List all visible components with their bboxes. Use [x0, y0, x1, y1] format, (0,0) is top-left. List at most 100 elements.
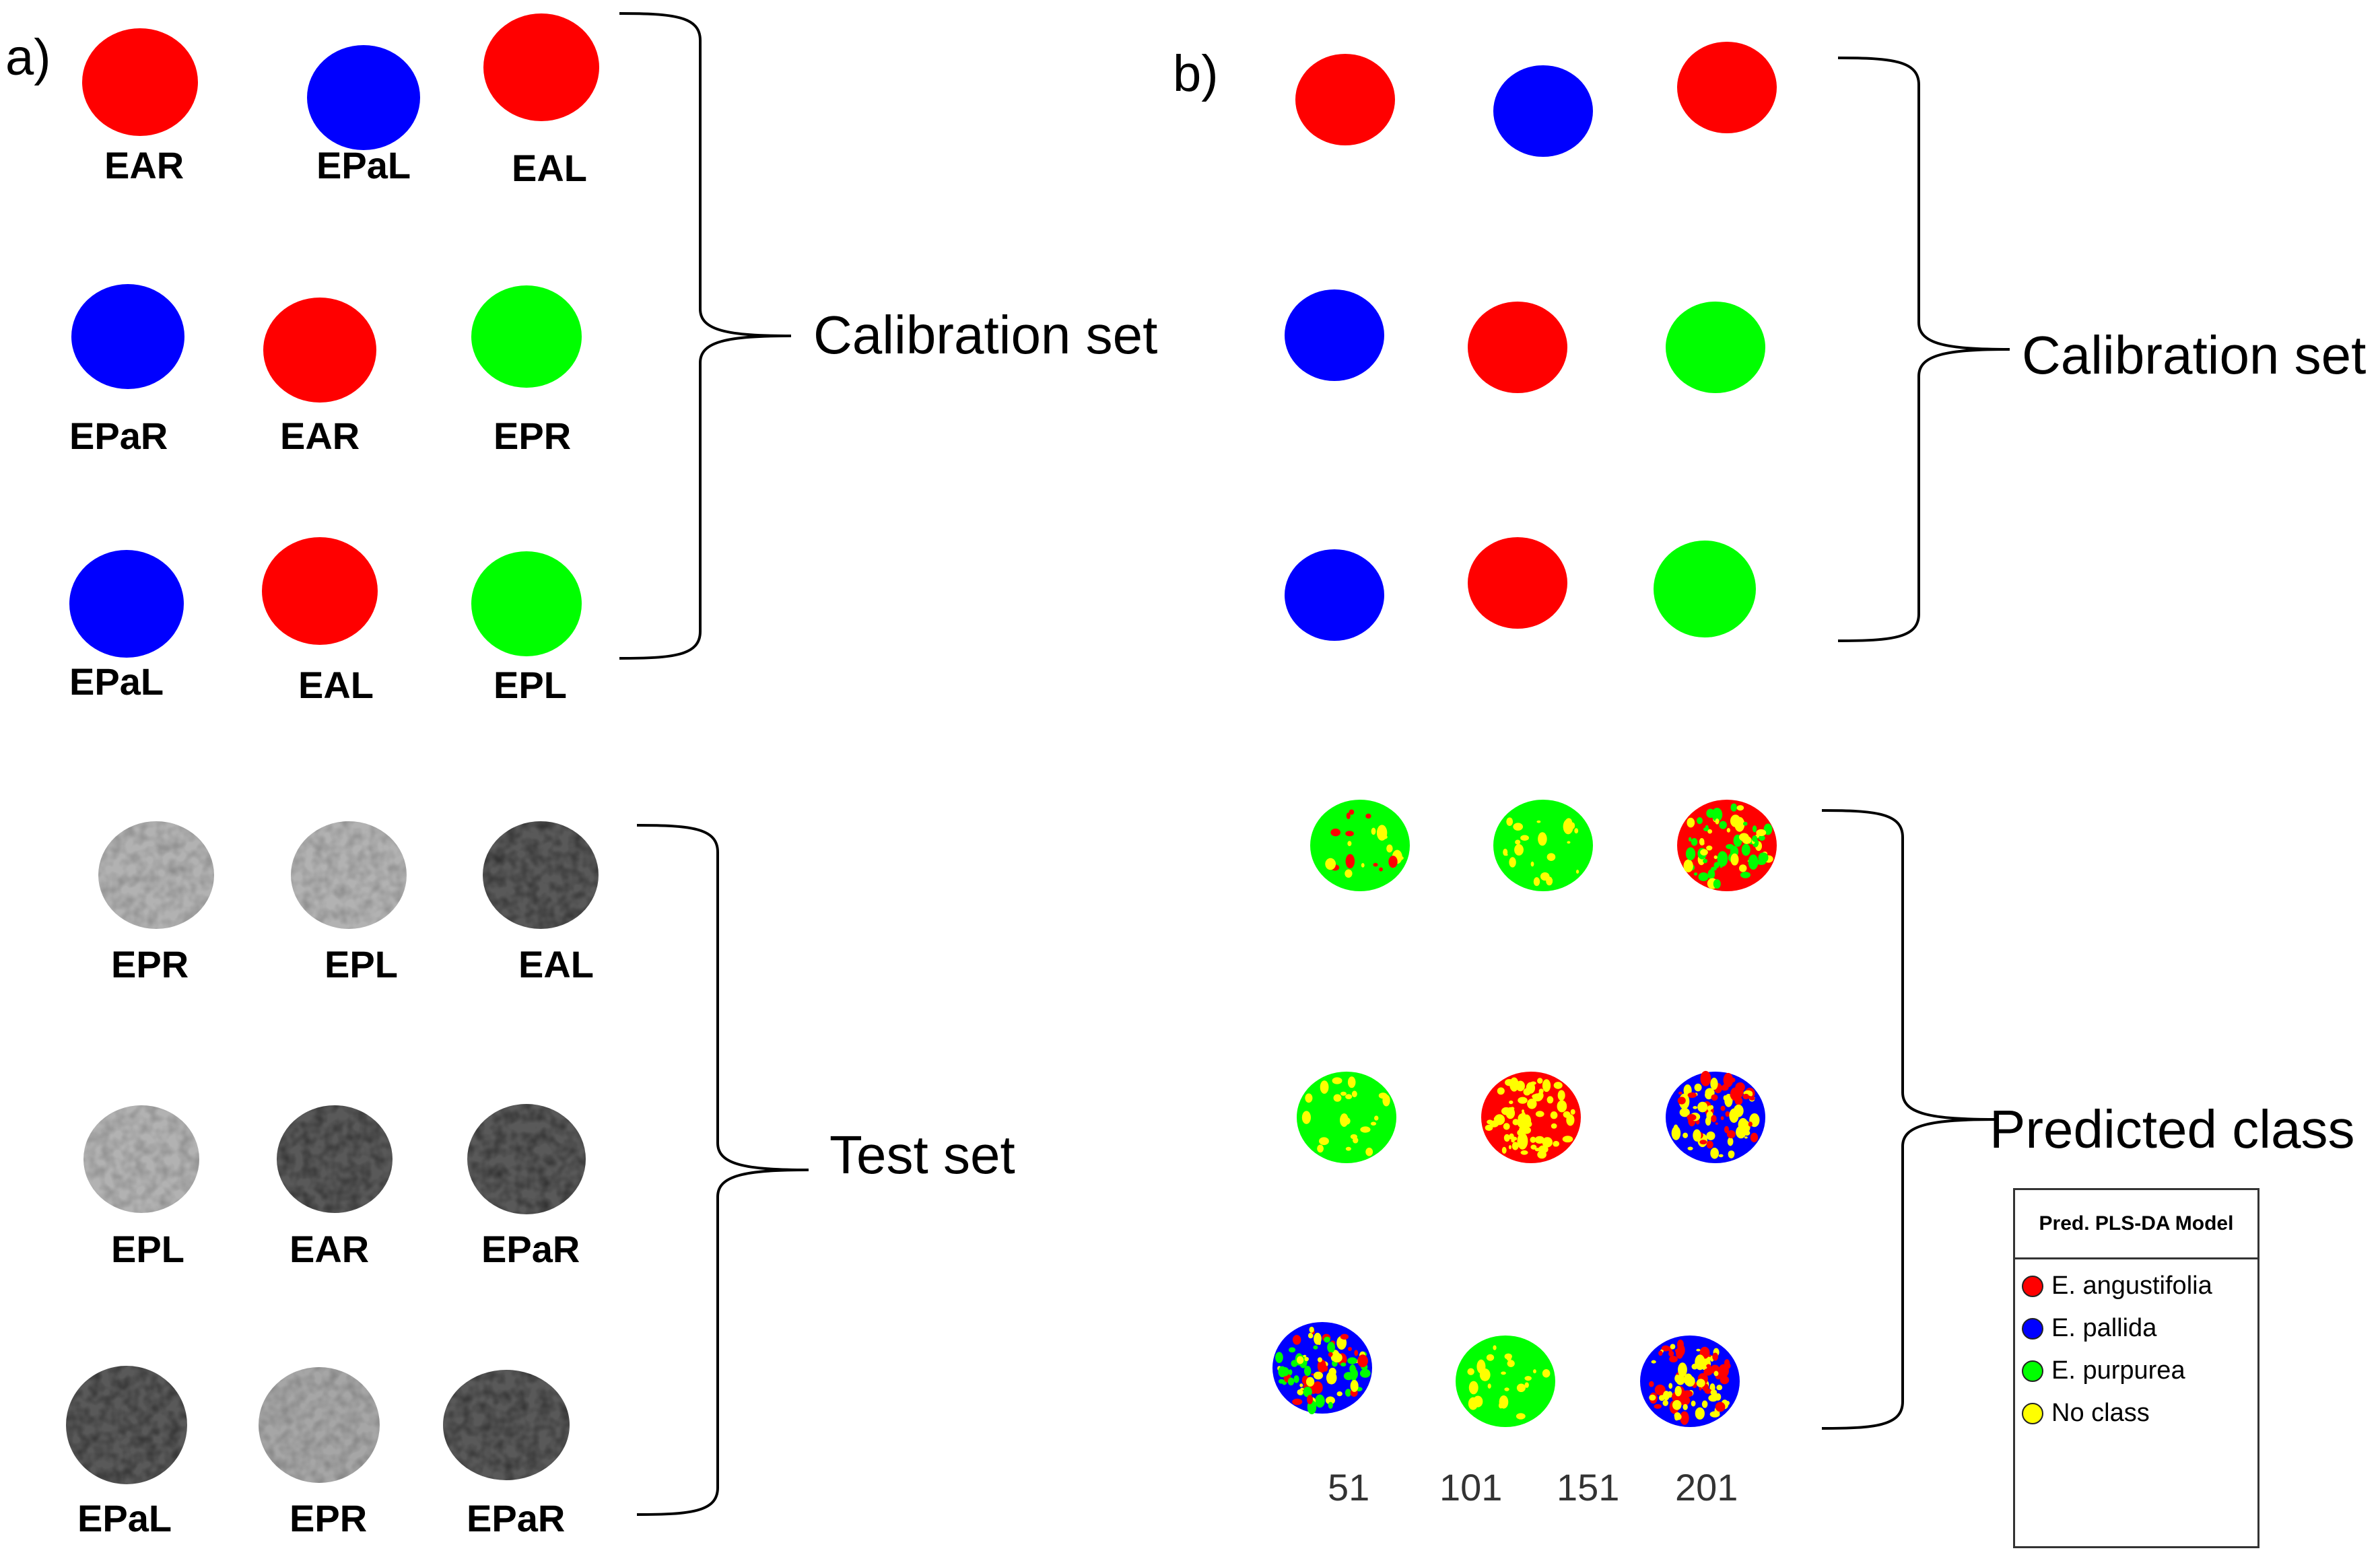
predicted-speckle: [1332, 1077, 1342, 1084]
axis-tick-label: 201: [1675, 1466, 1738, 1508]
predicted-speckle: [1275, 1352, 1283, 1363]
predicted-speckle: [1542, 1137, 1553, 1148]
predicted-speckle: [1347, 1357, 1357, 1364]
predicted-speckle: [1516, 1383, 1526, 1393]
predicted-speckle: [1382, 1094, 1390, 1107]
calibration-sample-circle: [262, 537, 378, 645]
predicted-speckle: [1542, 1369, 1551, 1378]
predicted-speckle: [1712, 1352, 1719, 1361]
predicted-speckle: [1706, 1131, 1715, 1140]
predicted-speckle: [1373, 1115, 1379, 1121]
predicted-speckle: [1313, 1345, 1318, 1350]
predicted-speckle: [1687, 1114, 1697, 1121]
predicted-speckle: [1533, 1369, 1536, 1374]
predicted-speckle: [1359, 1368, 1371, 1378]
predicted-speckle: [1691, 1400, 1696, 1407]
predicted-speckle: [1661, 1347, 1665, 1350]
panel-b-calibration-title: Calibration set: [2022, 325, 2367, 385]
axis-tick-label: 51: [1328, 1466, 1370, 1508]
test-sample-texture: [259, 1367, 380, 1483]
predicted-speckle: [1522, 1109, 1525, 1113]
predicted-speckle: [1711, 807, 1723, 822]
predicted-speckle: [1705, 1088, 1715, 1098]
predicted-speckle: [1669, 1356, 1678, 1363]
predicted-speckle: [1707, 869, 1715, 879]
predicted-speckle: [1467, 1368, 1474, 1375]
sample-label: EPR: [494, 415, 572, 457]
legend-label: E. purpurea: [2051, 1356, 2185, 1385]
predicted-speckle: [1311, 1373, 1314, 1376]
predicted-speckle: [1710, 1148, 1719, 1159]
predicted-speckle: [1693, 1106, 1698, 1109]
predicted-speckle: [1299, 1383, 1303, 1387]
predicted-speckle: [1674, 1374, 1680, 1383]
predicted-speckle: [1317, 1144, 1324, 1153]
predicted-speckle: [1526, 1082, 1536, 1094]
calibration-sample-circle: [307, 45, 420, 150]
predicted-speckle: [1759, 835, 1765, 841]
predicted-speckle: [1365, 1147, 1373, 1156]
predicted-speckle: [1752, 835, 1758, 842]
predicted-speckle: [1687, 1146, 1693, 1150]
panel-a-test-title: Test set: [829, 1125, 1015, 1185]
panel-a-calibration-bracket: [619, 12, 792, 660]
predicted-speckle: [1307, 1395, 1314, 1405]
predicted-speckle: [1680, 1411, 1689, 1425]
predicted-speckle: [1724, 1359, 1730, 1367]
panel-b-predicted-bracket: [1821, 809, 1998, 1430]
sample-label: EPL: [325, 943, 398, 985]
panel-a-letter: a): [5, 29, 51, 86]
sample-label: EPL: [111, 1228, 184, 1270]
predicted-speckle: [1688, 837, 1692, 842]
predicted-speckle: [1729, 1141, 1732, 1146]
predicted-speckle: [1654, 1403, 1662, 1409]
predicted-speckle: [1347, 1076, 1356, 1088]
predicted-speckle: [1515, 839, 1521, 845]
predicted-speckle: [1533, 877, 1540, 887]
predicted-speckle: [1336, 1391, 1342, 1397]
predicted-speckle: [1347, 1347, 1353, 1352]
test-sample-texture: [483, 821, 599, 929]
predicted-speckle: [1713, 1371, 1719, 1377]
legend-item: E. angustifolia: [2015, 1265, 2257, 1307]
predicted-speckle: [1710, 1077, 1718, 1090]
predicted-speckle: [1715, 1122, 1718, 1125]
predicted-speckle: [1513, 823, 1524, 831]
predicted-speckle: [1314, 1332, 1322, 1345]
sample-label: EPaR: [467, 1497, 566, 1539]
predicted-speckle: [1345, 831, 1354, 837]
predicted-speckle: [1658, 1350, 1663, 1356]
predicted-speckle: [1333, 1094, 1342, 1102]
sample-label: EPaR: [69, 415, 168, 457]
predicted-speckle: [1697, 817, 1703, 825]
predicted-speckle: [1343, 1117, 1351, 1125]
predicted-speckle: [1711, 1094, 1718, 1101]
predicted-speckle: [1734, 817, 1745, 832]
predicted-speckle: [1722, 1084, 1729, 1088]
predicted-speckle: [1711, 866, 1717, 871]
test-sample-texture: [467, 1104, 586, 1214]
predicted-speckle: [1357, 1354, 1368, 1368]
legend-title: Pred. PLS-DA Model: [2015, 1190, 2257, 1259]
predicted-speckle: [1741, 843, 1750, 856]
predicted-speckle: [1307, 1332, 1314, 1339]
predicted-speckle: [1296, 1356, 1304, 1364]
predicted-speckle: [1678, 1362, 1687, 1377]
predicted-speckle: [1487, 1383, 1491, 1389]
legend-item: No class: [2015, 1392, 2257, 1434]
predicted-speckle: [1553, 1082, 1563, 1089]
predicted-speckle: [1718, 853, 1722, 856]
predicted-speckle: [1520, 1150, 1528, 1155]
predicted-speckle: [1340, 1362, 1347, 1367]
predicted-speckle: [1726, 1130, 1736, 1139]
predicted-speckle: [1720, 1105, 1726, 1111]
predicted-speckle: [1678, 1091, 1682, 1095]
legend-swatch: [2022, 1317, 2043, 1340]
predicted-speckle: [1512, 1119, 1520, 1125]
predicted-speckle: [1525, 1121, 1532, 1128]
predicted-speckle: [1507, 1360, 1515, 1367]
predicted-speckle: [1703, 827, 1709, 831]
legend-item: E. purpurea: [2015, 1350, 2257, 1392]
